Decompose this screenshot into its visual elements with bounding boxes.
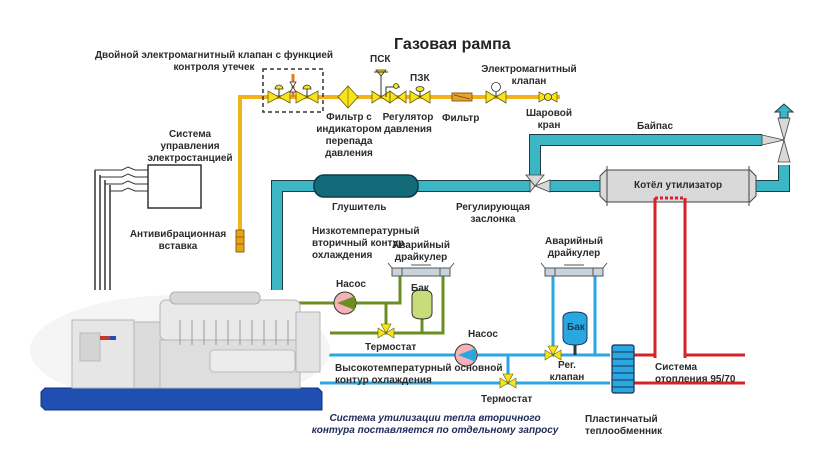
high-temp-tank [562,311,588,346]
high-temp-thermostat-icon [499,373,517,389]
low-temp-thermostat-label: Термостат [365,342,417,353]
low-temp-drycooler [387,262,455,277]
damper-label: Регулирующая заслонка [455,202,531,225]
solenoid-valve-label: Электромагнитный клапан [481,64,577,87]
high-temp-drycooler [540,262,608,277]
double-valve-icon [267,74,319,104]
ball-valve-icon [538,91,558,103]
double-valve-box [262,68,324,113]
low-temp-pump-icon [333,291,357,315]
low-temp-pump-label: Насос [336,279,366,290]
high-temp-loop-label: Высокотемпературный основной контур охла… [335,363,503,386]
waste-heat-boiler [599,166,757,206]
low-temp-loop-label: Низкотемпературный вторичный контур охла… [312,226,420,261]
damper-icon [525,174,551,194]
filter-indicator-label: Фильтр с индикатором перепада давления [316,112,382,159]
boiler-label: Котёл утилизатор [634,180,723,191]
filter-label: Фильтр [442,113,480,124]
filter-icon [451,92,473,102]
low-temp-tank [411,289,433,320]
high-temp-tank-label: Бак [567,322,585,333]
control-system-box [94,164,202,290]
anti-vibration-insert [235,229,245,253]
genset-image [30,291,330,411]
anti-vibration-label: Антивибрационная вставка [129,229,227,252]
page-title: Газовая рампа [394,36,511,53]
pressure-regulator-label: Регулятор давления [382,112,434,135]
muffler-label: Глушитель [332,202,387,213]
pressure-regulator-icon [380,83,407,104]
psk-valve-icon [371,69,388,104]
plate-heat-exchanger [611,344,635,394]
high-temp-drycooler-label: Аварийный драйкулер [545,236,603,259]
low-temp-tank-label: Бак [411,283,429,294]
heat-exchanger-label: Пластинчатый теплообменник [585,414,663,437]
reg-valve-label: Рег. клапан [549,360,585,383]
high-temp-thermostat-label: Термостат [481,394,533,405]
bypass-label: Байпас [637,121,674,132]
high-temp-pump-label: Насос [468,329,498,340]
heating-loop [630,196,745,385]
muffler [313,174,419,198]
double-valve-label: Двойной электромагнитный клапан с функци… [94,50,334,73]
low-temp-drycooler-label: Аварийный драйкулер [392,240,450,263]
control-system-label: Система управления электростанцией [147,129,233,164]
heating-system-label: Система отопления 95/70 [655,362,736,385]
high-temp-pump-icon [454,343,478,367]
reg-valve-icon [544,345,562,361]
pzk-label: ПЗК [410,73,430,84]
pzk-valve-icon [409,86,431,104]
footnote: Система утилизации тепла вторичного конт… [311,413,559,436]
exhaust-pipeline [271,134,790,290]
low-temp-thermostat-icon [377,323,395,339]
solenoid-valve-icon [485,82,507,104]
filter-with-indicator-icon [337,85,359,109]
psk-label: ПСК [370,54,391,65]
bypass-valve-icon [761,103,795,163]
ball-valve-label: Шаровой кран [525,108,573,131]
